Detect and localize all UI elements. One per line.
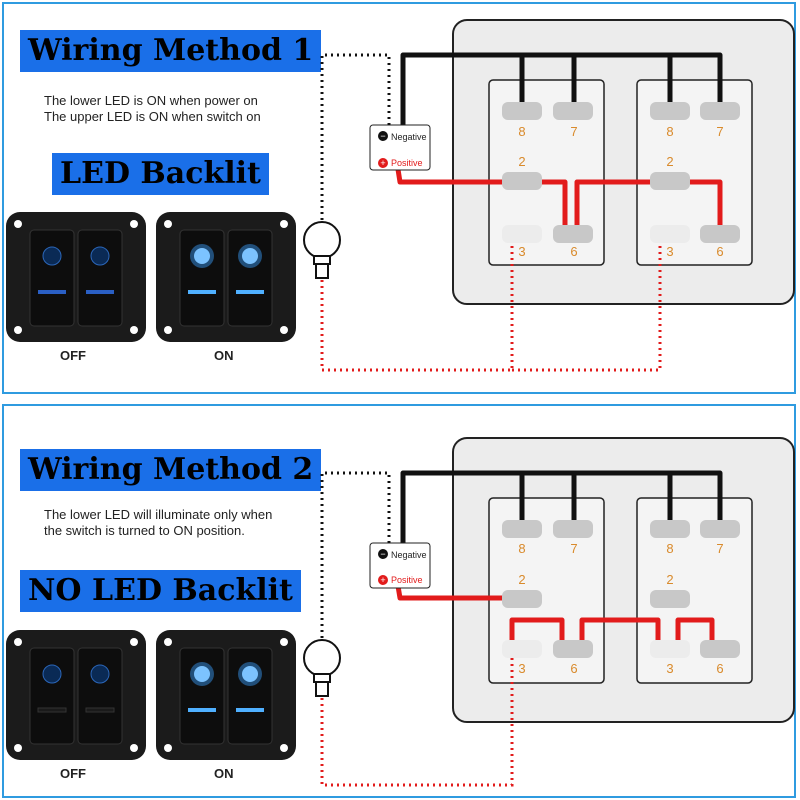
pin-label-7-c: 7: [570, 541, 577, 556]
caption-on-method-2: ON: [214, 766, 234, 781]
black-wire-2: [400, 470, 723, 553]
no-led-backlit-title: NO LED Backlit: [20, 570, 301, 612]
light-bulb-icon: [303, 221, 341, 279]
wiring-method-1-title: Wiring Method 1: [20, 30, 322, 72]
pin-3-d: [650, 640, 690, 658]
pin-3-b: [650, 225, 690, 243]
negative-label-1: Negative: [391, 132, 427, 142]
method-2-description-line-1: The lower LED will illuminate only when: [44, 507, 273, 522]
pin-label-8-d: 8: [666, 541, 673, 556]
pin-label-3-d: 3: [666, 661, 673, 676]
pin-2-c: [502, 590, 542, 608]
caption-on-method-1: ON: [214, 348, 234, 363]
positive-symbol-2: +: [380, 575, 385, 585]
pin-label-8-b: 8: [666, 124, 673, 139]
switch-c-body: [488, 497, 605, 684]
pin-label-6-c: 6: [570, 661, 577, 676]
pin-6-d: [700, 640, 740, 658]
dotted-red-wire-1a: [320, 243, 514, 372]
wiring-method-2-title: Wiring Method 2: [20, 449, 322, 491]
pin-label-3-a: 3: [518, 244, 525, 259]
negative-terminal-icon: [378, 131, 388, 141]
pin-7-c: [553, 520, 593, 538]
switch-panel-off-photo-2: [6, 630, 146, 760]
switch-panel-on-photo-2: [156, 630, 296, 760]
switch-panel-off-photo: [6, 212, 146, 342]
pin-7-a: [553, 102, 593, 120]
pin-6-a: [553, 225, 593, 243]
positive-terminal-icon: [378, 158, 388, 168]
pin-label-7-d: 7: [716, 541, 723, 556]
pin-label-6-b: 6: [716, 244, 723, 259]
pin-8-b: [650, 102, 690, 120]
caption-off-method-2: OFF: [60, 766, 86, 781]
pin-label-2-d: 2: [666, 572, 673, 587]
pin-label-3-c: 3: [518, 661, 525, 676]
positive-label-1: Positive: [391, 158, 423, 168]
method-2-description-line-2: the switch is turned to ON position.: [44, 523, 245, 538]
pin-6-c: [553, 640, 593, 658]
pin-label-2-a: 2: [518, 154, 525, 169]
led-backlit-title: LED Backlit: [52, 153, 269, 195]
pin-8-a: [502, 102, 542, 120]
negative-label-2: Negative: [391, 550, 427, 560]
black-wire-1: [400, 52, 723, 135]
pin-2-b: [650, 172, 690, 190]
pin-3-c: [502, 640, 542, 658]
pin-7-b: [700, 102, 740, 120]
method-1-description-line-2: The upper LED is ON when switch on: [44, 109, 261, 124]
positive-label-2: Positive: [391, 575, 423, 585]
switch-panel-on-photo: [156, 212, 296, 342]
pin-2-a: [502, 172, 542, 190]
pin-label-6-d: 6: [716, 661, 723, 676]
pin-6-b: [700, 225, 740, 243]
pin-7-d: [700, 520, 740, 538]
positive-symbol: +: [380, 158, 385, 168]
pin-label-8-a: 8: [518, 124, 525, 139]
negative-terminal-icon-2: [378, 549, 388, 559]
dotted-red-wire-1b: [512, 243, 662, 372]
light-bulb-icon-2: [303, 639, 341, 697]
negative-symbol-2: −: [380, 549, 385, 559]
switch-b-body: [636, 79, 753, 266]
pin-label-7-a: 7: [570, 124, 577, 139]
pin-2-d: [650, 590, 690, 608]
pin-label-2-b: 2: [666, 154, 673, 169]
dotted-red-wire-2: [320, 658, 514, 787]
dotted-black-wire-2: [320, 471, 391, 640]
pin-label-8-c: 8: [518, 541, 525, 556]
pin-label-2-c: 2: [518, 572, 525, 587]
pin-3-a: [502, 225, 542, 243]
pin-label-3-b: 3: [666, 244, 673, 259]
method-1-description-line-1: The lower LED is ON when power on: [44, 93, 258, 108]
dotted-black-wire-1: [320, 53, 391, 222]
switch-d-body: [636, 497, 753, 684]
pin-8-d: [650, 520, 690, 538]
pin-8-c: [502, 520, 542, 538]
pin-label-6-a: 6: [570, 244, 577, 259]
pin-label-7-b: 7: [716, 124, 723, 139]
negative-symbol: −: [380, 131, 385, 141]
positive-terminal-icon-2: [378, 575, 388, 585]
caption-off-method-1: OFF: [60, 348, 86, 363]
